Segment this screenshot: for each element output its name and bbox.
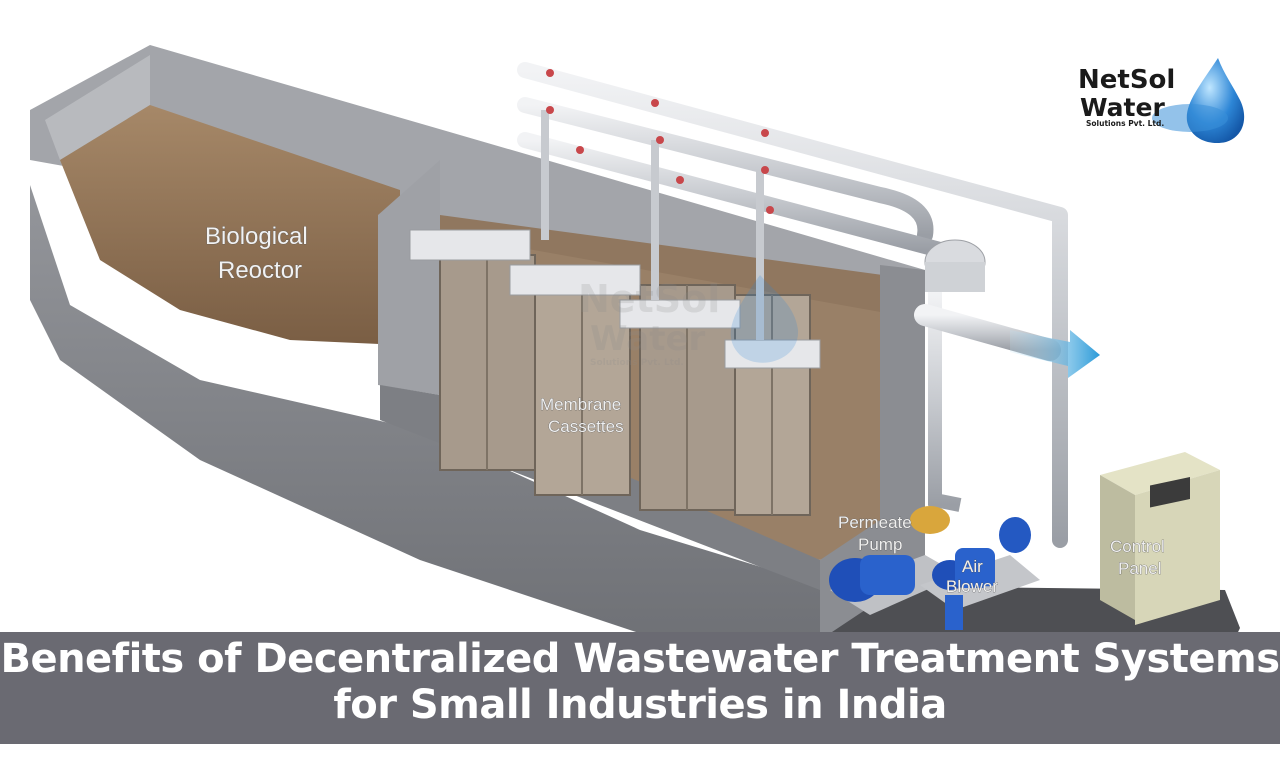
label-reactor: Reoctor	[218, 257, 302, 284]
page-title: Benefits of Decentralized Wastewater Tre…	[0, 636, 1280, 728]
title-line-2: for Small Industries in India	[333, 682, 947, 728]
permeate-outlet-arrow	[1010, 330, 1100, 378]
label-membrane: Membrane	[540, 395, 621, 414]
tank-side-wall	[30, 110, 820, 650]
title-line-1: Benefits of Decentralized Wastewater Tre…	[0, 636, 1280, 682]
svg-text:NetSol: NetSol	[1078, 65, 1175, 95]
svg-text:Water: Water	[1080, 93, 1165, 122]
tank-inner-wall	[45, 55, 150, 160]
label-pump: Pump	[858, 535, 902, 554]
air-piping	[517, 62, 1068, 548]
svg-text:NetSol: NetSol	[578, 277, 720, 321]
biological-reactor-sludge	[60, 105, 400, 345]
svg-text:Solutions Pvt. Ltd.: Solutions Pvt. Ltd.	[590, 358, 684, 368]
title-banner	[0, 632, 1280, 744]
control-panel	[1100, 452, 1220, 625]
label-permeate: Permeate	[838, 513, 912, 532]
membrane-cassettes	[409, 229, 821, 516]
label-control: Control	[1110, 537, 1165, 556]
air-blower	[920, 517, 1040, 630]
label-panel: Panel	[1118, 559, 1161, 578]
tank-end-wall	[820, 265, 925, 640]
watermark: NetSol Water Solutions Pvt. Ltd.	[578, 275, 799, 368]
svg-text:Solutions Pvt. Ltd.: Solutions Pvt. Ltd.	[1086, 119, 1164, 128]
label-biological: Biological	[205, 223, 308, 250]
label-air: Air	[962, 557, 983, 576]
permeate-pump	[829, 506, 960, 615]
svg-text:Water: Water	[590, 319, 706, 359]
divider-wall	[378, 160, 440, 395]
label-cassettes: Cassettes	[548, 417, 624, 436]
label-blower: Blower	[946, 577, 998, 596]
permeate-vessel	[914, 239, 1061, 512]
netsol-water-logo: NetSol Water Solutions Pvt. Ltd.	[1078, 58, 1245, 144]
